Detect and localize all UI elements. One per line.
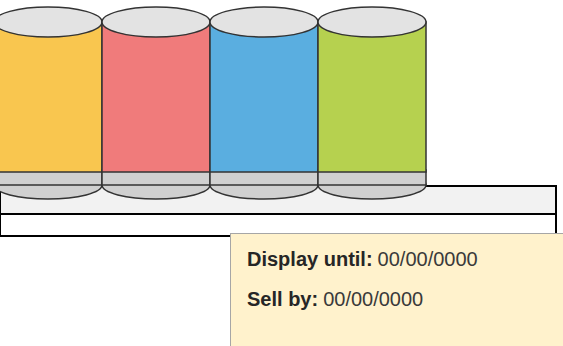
label-line: Sell by:00/00/0000 [247,288,423,311]
label-value: 00/00/0000 [378,248,478,270]
can [102,7,210,199]
can [318,7,426,199]
date-label: Display until:00/00/0000Sell by:00/00/00… [230,233,563,346]
label-key: Sell by: [247,288,318,310]
can [0,7,102,199]
label-value: 00/00/0000 [323,288,423,310]
label-line: Display until:00/00/0000 [247,248,478,271]
label-key: Display until: [247,248,373,270]
can [210,7,318,199]
